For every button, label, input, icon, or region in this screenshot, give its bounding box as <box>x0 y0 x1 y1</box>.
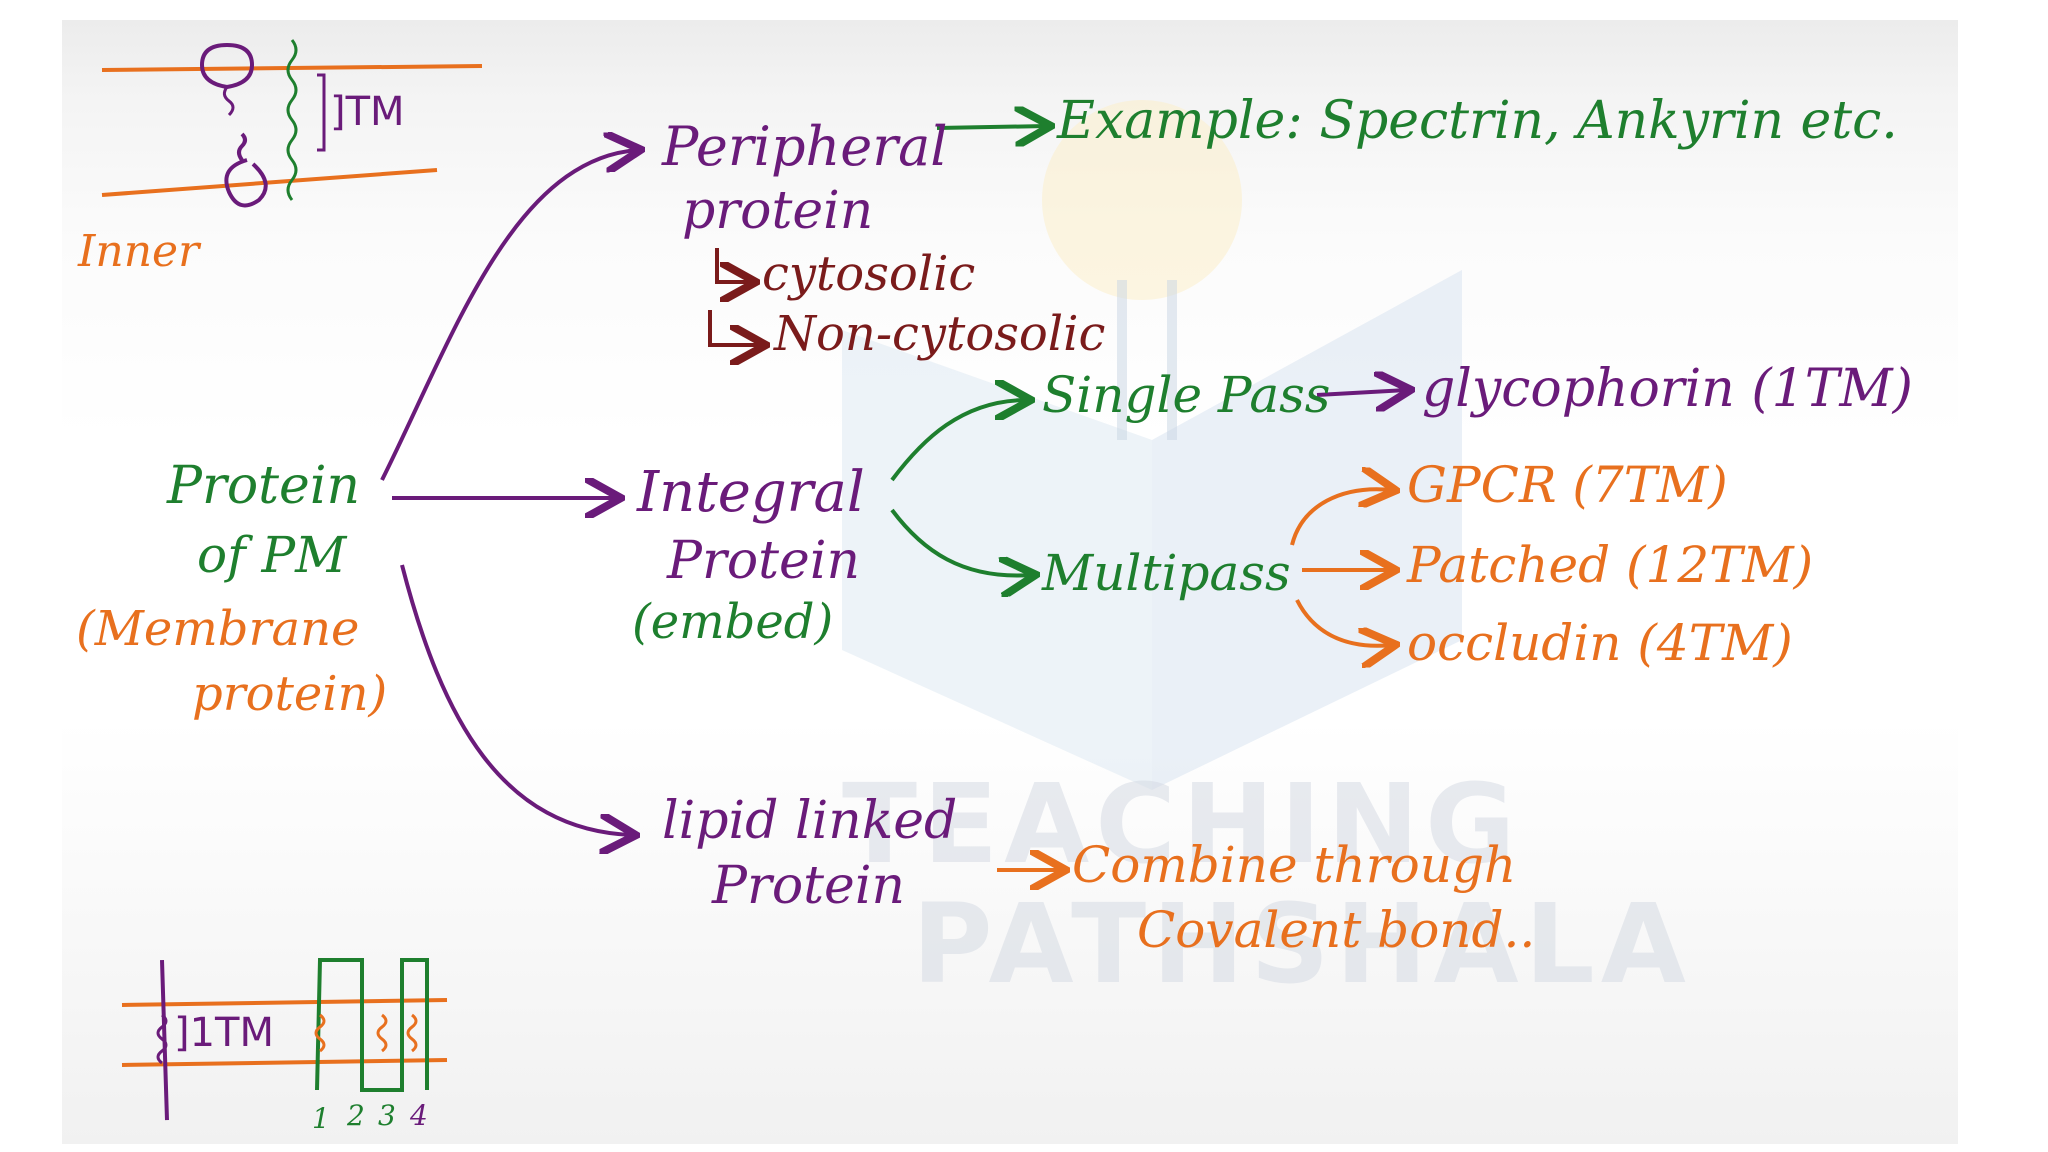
top-membrane-sketch <box>101 39 483 208</box>
integral-line-1: Integral <box>637 460 865 525</box>
lipid-line-1: lipid linked <box>662 791 958 851</box>
lipid-note-line-2: Covalent bond.. <box>1137 901 1536 959</box>
root-line-3: (Membrane <box>76 601 360 657</box>
root-line-2: of PM <box>197 526 347 584</box>
tm-bracket-shape <box>317 73 326 152</box>
outer-tail-shape <box>222 86 235 117</box>
inner-label: Inner <box>78 226 200 277</box>
bottom-inner-line <box>121 1058 448 1067</box>
peripheral-line-2: protein <box>682 181 874 241</box>
peripheral-example: Example: Spectrin, Ankyrin etc. <box>1057 91 1898 151</box>
outer-loop-shape <box>199 43 255 90</box>
pass-number-4: 4 <box>410 1099 428 1132</box>
bottom-helix-1-shape <box>156 1013 168 1065</box>
inner-loop-shape <box>224 132 268 208</box>
root-line-1: Protein <box>167 456 360 516</box>
multipass-zigzag-shape <box>315 958 429 1092</box>
arrow-to-peripheral <box>380 150 637 481</box>
peripheral-noncytosolic: Non-cytosolic <box>774 306 1106 362</box>
integral-line-2: Protein <box>667 531 860 591</box>
multipass-label: Multipass <box>1042 544 1291 602</box>
bottom-tm-label: ]1TM <box>174 1010 274 1056</box>
watermark-line-1: TEACHING <box>842 760 1522 888</box>
pass-number-1: 1 <box>312 1102 330 1135</box>
arrow-to-lipid <box>400 564 632 835</box>
root-line-4: protein) <box>192 666 388 722</box>
arrow-to-single-pass <box>890 400 1027 482</box>
whiteboard: TEACHING PATHSHALA <box>62 20 1958 1144</box>
bottom-outer-line <box>121 998 448 1007</box>
gpcr-label: GPCR (7TM) <box>1407 456 1728 514</box>
peripheral-line-1: Peripheral <box>662 115 948 178</box>
glycophorin-label: glycophorin (1TM) <box>1422 359 1913 419</box>
lipid-line-2: Protein <box>712 856 905 916</box>
patched-label: Patched (12TM) <box>1407 536 1814 594</box>
lipid-note-line-1: Combine through <box>1072 836 1517 894</box>
arrow-to-cytosolic <box>715 248 752 282</box>
bulb-stem-shape <box>1117 280 1177 440</box>
arrow-to-multipass <box>890 508 1032 576</box>
bottom-helix-set-shape <box>314 1013 418 1053</box>
arrow-to-noncytosolic <box>708 310 762 345</box>
outer-membrane-line <box>101 64 483 72</box>
occludin-label: occludin (4TM) <box>1407 614 1793 672</box>
tm-label: ]TM <box>330 89 405 135</box>
diagram-strokes <box>101 39 1958 1121</box>
integral-line-3: (embed) <box>632 594 834 650</box>
arrow-to-glycophorin <box>1316 390 1407 395</box>
single-pass-label: Single Pass <box>1042 366 1331 424</box>
inner-membrane-line <box>101 168 438 197</box>
peripheral-cytosolic: cytosolic <box>762 246 976 302</box>
bulb-glow-shape <box>1042 100 1242 300</box>
pass-number-2: 2 <box>347 1099 365 1132</box>
arrow-to-gpcr <box>1290 489 1392 546</box>
arrow-to-occludin <box>1295 599 1392 646</box>
arrow-to-example <box>936 126 1047 128</box>
pass-number-3: 3 <box>378 1099 396 1132</box>
tm-helix-shape <box>286 39 298 201</box>
bottom-membrane-sketch <box>121 958 448 1121</box>
watermark-line-2: PATHSHALA <box>912 880 1692 1008</box>
